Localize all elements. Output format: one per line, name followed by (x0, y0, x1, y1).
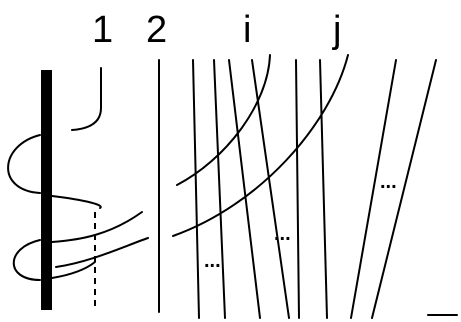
strand-i-front (52, 212, 142, 242)
label-strand-i: i (243, 9, 251, 51)
strand-3 (193, 60, 199, 318)
ellipsis-left: ... (204, 250, 221, 272)
ellipsis-right: ... (380, 171, 397, 193)
strand-6 (252, 60, 289, 318)
label-strand-j: j (332, 9, 341, 51)
strand-1-front-upper (52, 196, 101, 208)
ellipsis-middle: ... (274, 223, 291, 245)
strand-7 (296, 60, 299, 318)
strand-1-top (72, 68, 101, 130)
strand-j-front (56, 238, 148, 267)
strand-1-loop-lower (14, 240, 40, 280)
label-strand-2: 2 (146, 9, 167, 51)
strand-1-loop-upper (8, 135, 40, 193)
strand-8 (320, 60, 327, 318)
label-strand-1: 1 (92, 9, 113, 51)
pole (41, 70, 52, 310)
strand-4 (214, 60, 225, 318)
strand-i-upper (177, 55, 270, 185)
